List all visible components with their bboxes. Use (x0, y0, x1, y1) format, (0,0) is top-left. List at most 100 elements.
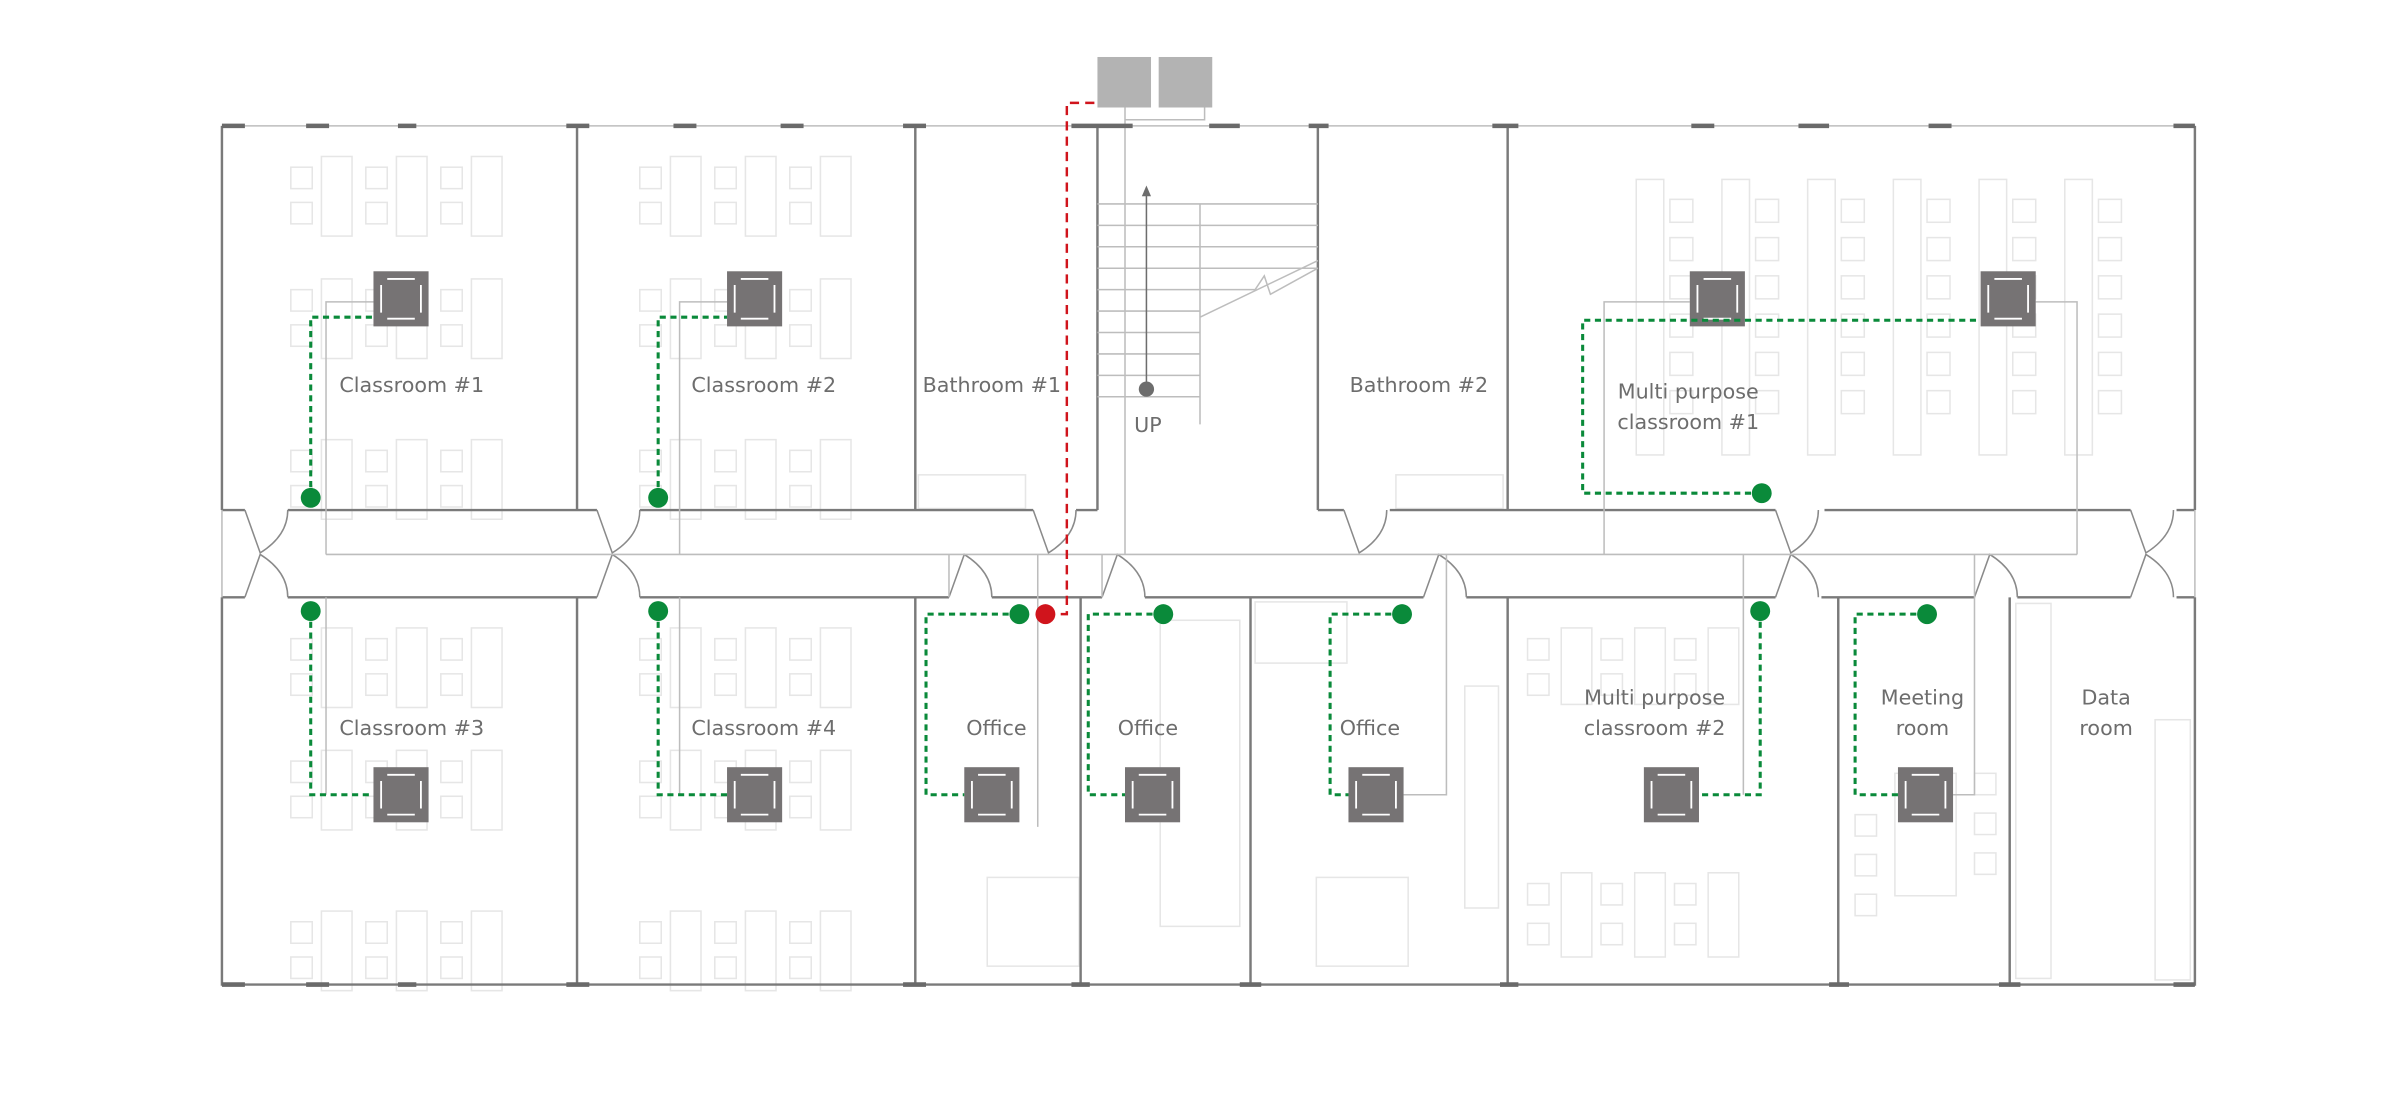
furniture (440, 449, 464, 473)
room-label-bathroom-2: Bathroom #2 (1350, 373, 1488, 397)
door (1101, 553, 1146, 598)
device-icon (1650, 773, 1693, 816)
furniture (395, 155, 428, 237)
furniture (1560, 872, 1593, 958)
gateway[interactable] (1097, 56, 1213, 555)
furniture (639, 166, 662, 190)
room-label-classroom-2: Classroom #2 (691, 373, 836, 397)
furniture (320, 155, 353, 237)
furniture (290, 795, 314, 819)
device-body (1643, 767, 1699, 823)
furniture (365, 956, 389, 980)
device[interactable] (1643, 767, 1699, 823)
furniture (470, 278, 503, 360)
furniture (290, 324, 314, 348)
sensor-offline[interactable] (1035, 604, 1056, 625)
device[interactable] (1348, 767, 1404, 823)
furniture (395, 438, 428, 520)
furniture (669, 910, 702, 992)
furniture (2011, 198, 2037, 224)
sensor-online[interactable] (648, 601, 669, 622)
furniture (1560, 627, 1593, 706)
device-icon (1904, 773, 1947, 816)
device[interactable] (1125, 767, 1181, 823)
device-body (1125, 767, 1181, 823)
device[interactable] (1689, 271, 1745, 327)
furniture (789, 484, 812, 508)
furniture (320, 438, 353, 520)
furniture (440, 201, 464, 225)
furniture (290, 956, 314, 980)
furniture (714, 201, 737, 225)
sensor-online[interactable] (300, 601, 321, 622)
device-body (1897, 767, 1954, 823)
sensor-online[interactable] (1153, 604, 1174, 625)
sensor-online[interactable] (1917, 604, 1937, 625)
furniture (1754, 236, 1780, 262)
device[interactable] (964, 767, 1020, 823)
furniture (1840, 198, 1866, 224)
door (244, 509, 289, 555)
room-label-multi-purpose-2-line2: classroom #2 (1584, 716, 1726, 740)
furniture (1633, 872, 1667, 958)
device[interactable] (727, 767, 783, 823)
door (2129, 509, 2175, 555)
furniture (639, 956, 662, 980)
furniture (1464, 685, 1500, 909)
furniture (1854, 813, 1878, 837)
device[interactable] (1897, 767, 1954, 823)
furniture (714, 921, 737, 944)
door (596, 509, 641, 555)
furniture (1600, 922, 1624, 946)
device[interactable] (1980, 271, 2036, 327)
sensor-online[interactable] (1751, 483, 1772, 504)
room-label-bathroom-1: Bathroom #1 (923, 373, 1061, 397)
furniture (639, 324, 662, 348)
room-label-office-2: Office (1118, 716, 1178, 740)
device[interactable] (727, 271, 783, 327)
door (1973, 553, 2019, 598)
furniture (1669, 313, 1694, 338)
furniture (290, 166, 314, 190)
furniture (395, 910, 428, 992)
furniture (789, 288, 812, 312)
furniture (365, 449, 389, 473)
gateway-box-left[interactable] (1097, 56, 1152, 108)
room-label-office-1: Office (966, 716, 1026, 740)
furniture (440, 956, 464, 980)
furniture (714, 449, 737, 473)
sensor-online[interactable] (1009, 604, 1030, 625)
device-body (373, 271, 429, 327)
furniture (669, 749, 702, 831)
furniture (470, 155, 503, 237)
device-icon (733, 278, 776, 320)
furniture (1754, 313, 1780, 338)
sensor-online[interactable] (648, 487, 669, 508)
sensor-online[interactable] (1750, 601, 1771, 622)
furniture (1669, 198, 1694, 224)
stairs-up-label: UP (1134, 413, 1162, 437)
device-icon (733, 773, 776, 816)
furniture (2011, 236, 2037, 262)
door (1774, 509, 1820, 555)
furniture (440, 166, 464, 190)
furniture (1254, 601, 1348, 664)
sensor-online[interactable] (1392, 604, 1412, 625)
furniture (440, 795, 464, 819)
furniture (1600, 882, 1624, 906)
stairs-start-marker (1138, 381, 1155, 397)
gateway-box-right[interactable] (1158, 56, 1213, 108)
furniture (365, 921, 389, 944)
furniture (2097, 198, 2123, 224)
sensor-online[interactable] (300, 487, 321, 508)
device[interactable] (373, 767, 429, 823)
furniture (2154, 718, 2192, 981)
furniture (714, 484, 737, 508)
room-label-data-room: Data (2081, 685, 2130, 709)
furniture (1806, 178, 1836, 456)
furniture (1754, 198, 1780, 224)
furniture (1973, 772, 1997, 796)
device[interactable] (373, 271, 429, 327)
room-label-meeting-room: Meeting (1881, 685, 1964, 709)
